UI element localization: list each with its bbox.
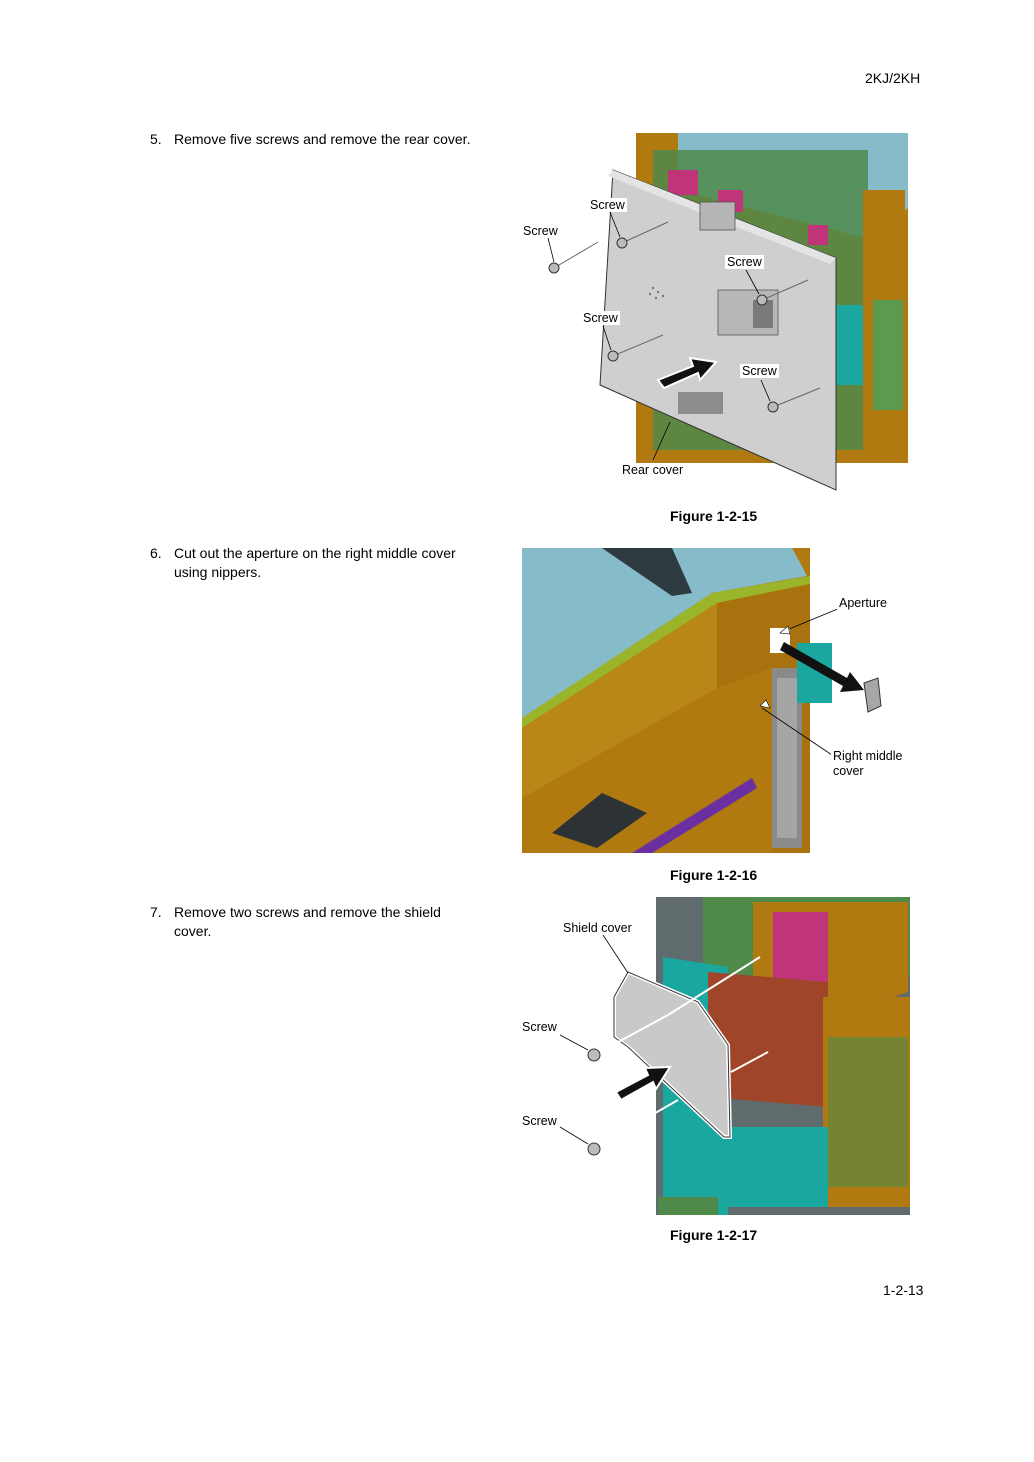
step-number: 7. — [150, 904, 162, 920]
screw-label: Screw — [581, 311, 620, 325]
shield-cover-label: Shield cover — [561, 921, 634, 935]
figure-1-2-16-illustration — [522, 548, 882, 853]
figure-caption: Figure 1-2-16 — [670, 867, 758, 883]
screw-label: Screw — [521, 224, 560, 238]
rear-cover-label: Rear cover — [620, 463, 686, 477]
figure-caption: Figure 1-2-17 — [670, 1227, 758, 1243]
figure-caption: Figure 1-2-15 — [670, 508, 758, 524]
screw-label: Screw — [520, 1020, 559, 1034]
step-number: 6. — [150, 545, 162, 561]
right-middle-cover-label: Right middle — [831, 749, 905, 763]
screw-label: Screw — [588, 198, 627, 212]
step-text: Remove five screws and remove the rear c… — [174, 131, 471, 147]
page-number: 1-2-13 — [883, 1282, 924, 1298]
screw-label: Screw — [520, 1114, 559, 1128]
aperture-label: Aperture — [837, 596, 889, 610]
document-code: 2KJ/2KH — [865, 70, 921, 86]
figure-1-2-17-illustration — [559, 897, 910, 1215]
screw-label: Screw — [740, 364, 779, 378]
figure-1-2-15-illustration — [547, 133, 908, 491]
step-text: Cut out the aperture on the right middle… — [174, 545, 456, 580]
step-number: 5. — [150, 131, 162, 147]
step-text: Remove two screws and remove the shield … — [174, 904, 441, 939]
screw-label: Screw — [725, 255, 764, 269]
right-middle-cover-label: cover — [831, 764, 866, 778]
